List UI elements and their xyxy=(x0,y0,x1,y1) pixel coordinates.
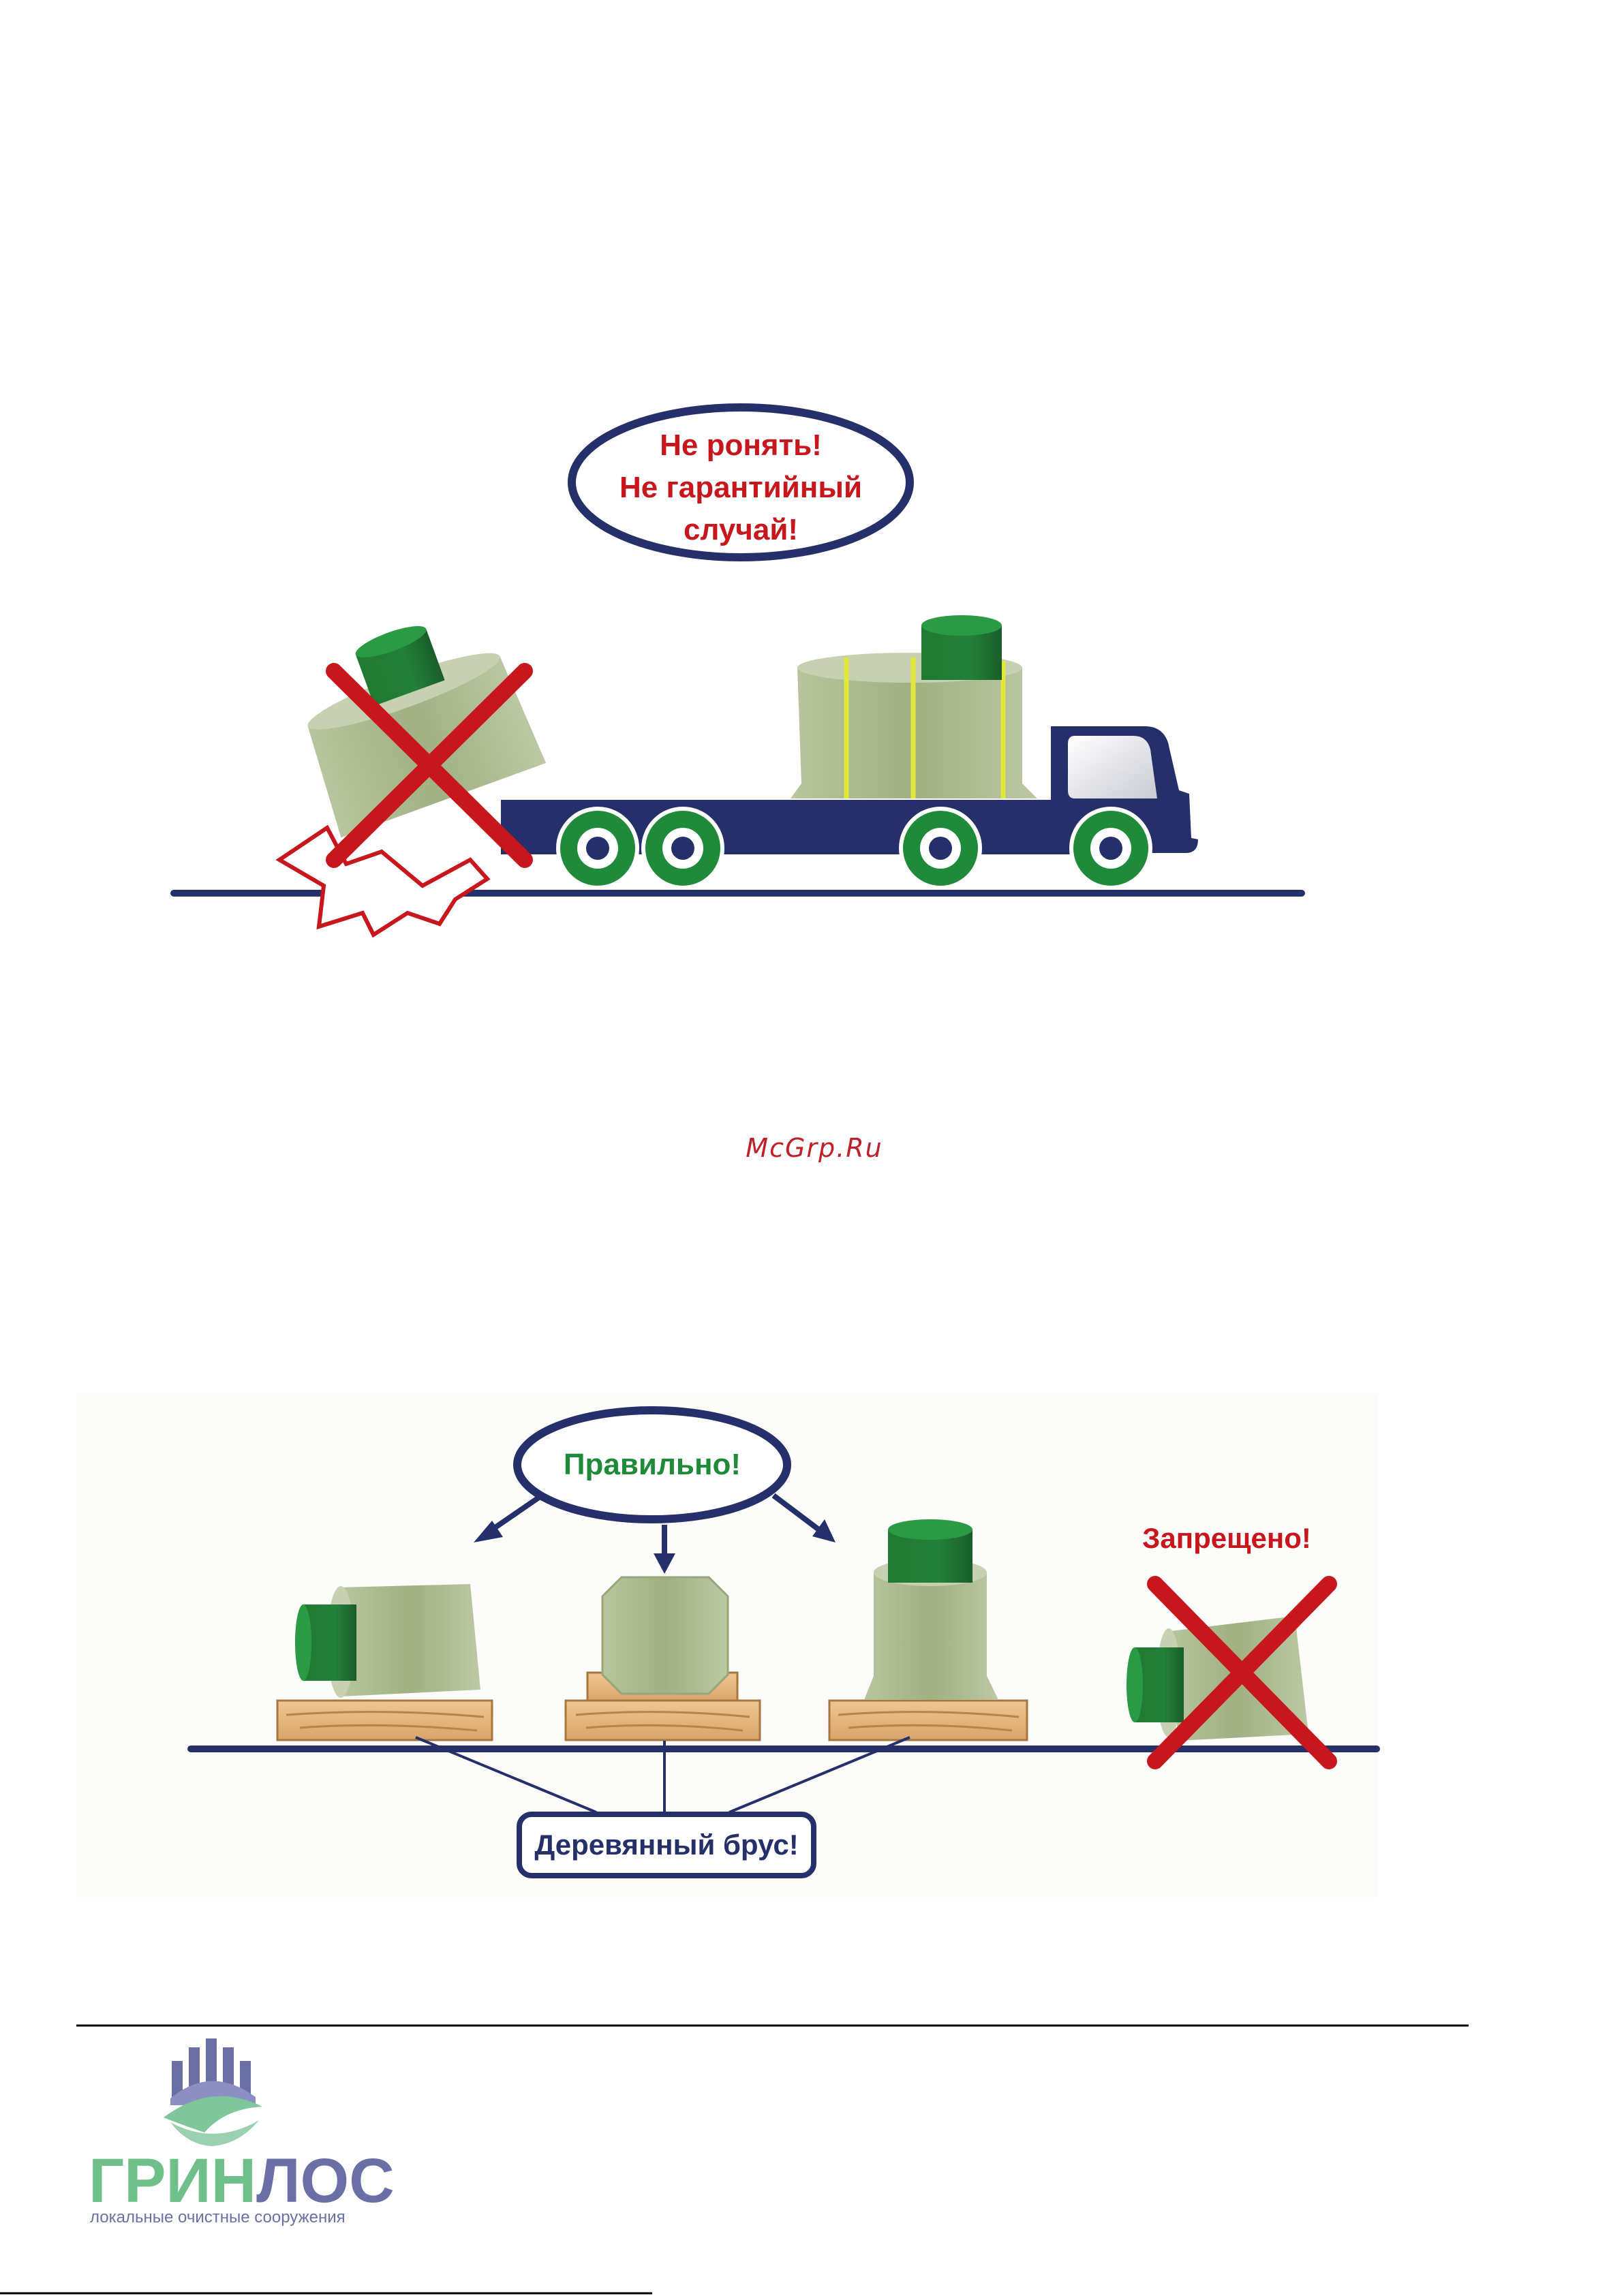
wheel xyxy=(1071,809,1150,888)
truck-window xyxy=(1068,736,1157,798)
tank-on-truck xyxy=(791,615,1037,798)
tank-lid xyxy=(888,1519,972,1583)
logo: ГРИНЛОС локальные очистные сооружения xyxy=(89,2038,395,2227)
correct-bubble: Правильно! xyxy=(517,1410,787,1519)
logo-brand-green: ГРИН xyxy=(89,2146,256,2216)
logo-tagline: локальные очистные сооружения xyxy=(90,2208,346,2227)
watermark: McGrp.Ru xyxy=(746,1133,883,1163)
logo-emblem-icon xyxy=(164,2038,262,2146)
wooden-beam xyxy=(829,1701,1027,1740)
tank-lid xyxy=(1127,1647,1184,1722)
warning-line-3: случай! xyxy=(684,513,798,546)
warning-bubble: Не ронять! Не гарантийный случай! xyxy=(572,407,910,557)
wheel xyxy=(558,809,637,888)
wheel xyxy=(901,809,980,888)
beam-label: Деревянный брус! xyxy=(534,1829,798,1861)
top-figure: Не ронять! Не гарантийный случай! xyxy=(174,407,1302,935)
logo-brand-blue: ЛОС xyxy=(256,2146,395,2216)
tank-lid xyxy=(921,615,1002,680)
bottom-figure: Правильно! xyxy=(76,1393,1378,1897)
wheel xyxy=(643,809,722,888)
wooden-beam xyxy=(566,1701,760,1740)
logo-brand: ГРИНЛОС xyxy=(89,2146,395,2216)
wooden-beam xyxy=(277,1701,492,1740)
warning-line-2: Не гарантийный xyxy=(619,471,862,504)
forbidden-label: Запрещено! xyxy=(1142,1522,1311,1554)
tank-lid xyxy=(295,1604,356,1681)
correct-label: Правильно! xyxy=(564,1448,741,1481)
beam-label-box: Деревянный брус! xyxy=(519,1814,814,1876)
tank-horizontal-correct xyxy=(277,1584,492,1740)
warning-line-1: Не ронять! xyxy=(660,429,822,462)
impact-burst xyxy=(279,828,487,935)
